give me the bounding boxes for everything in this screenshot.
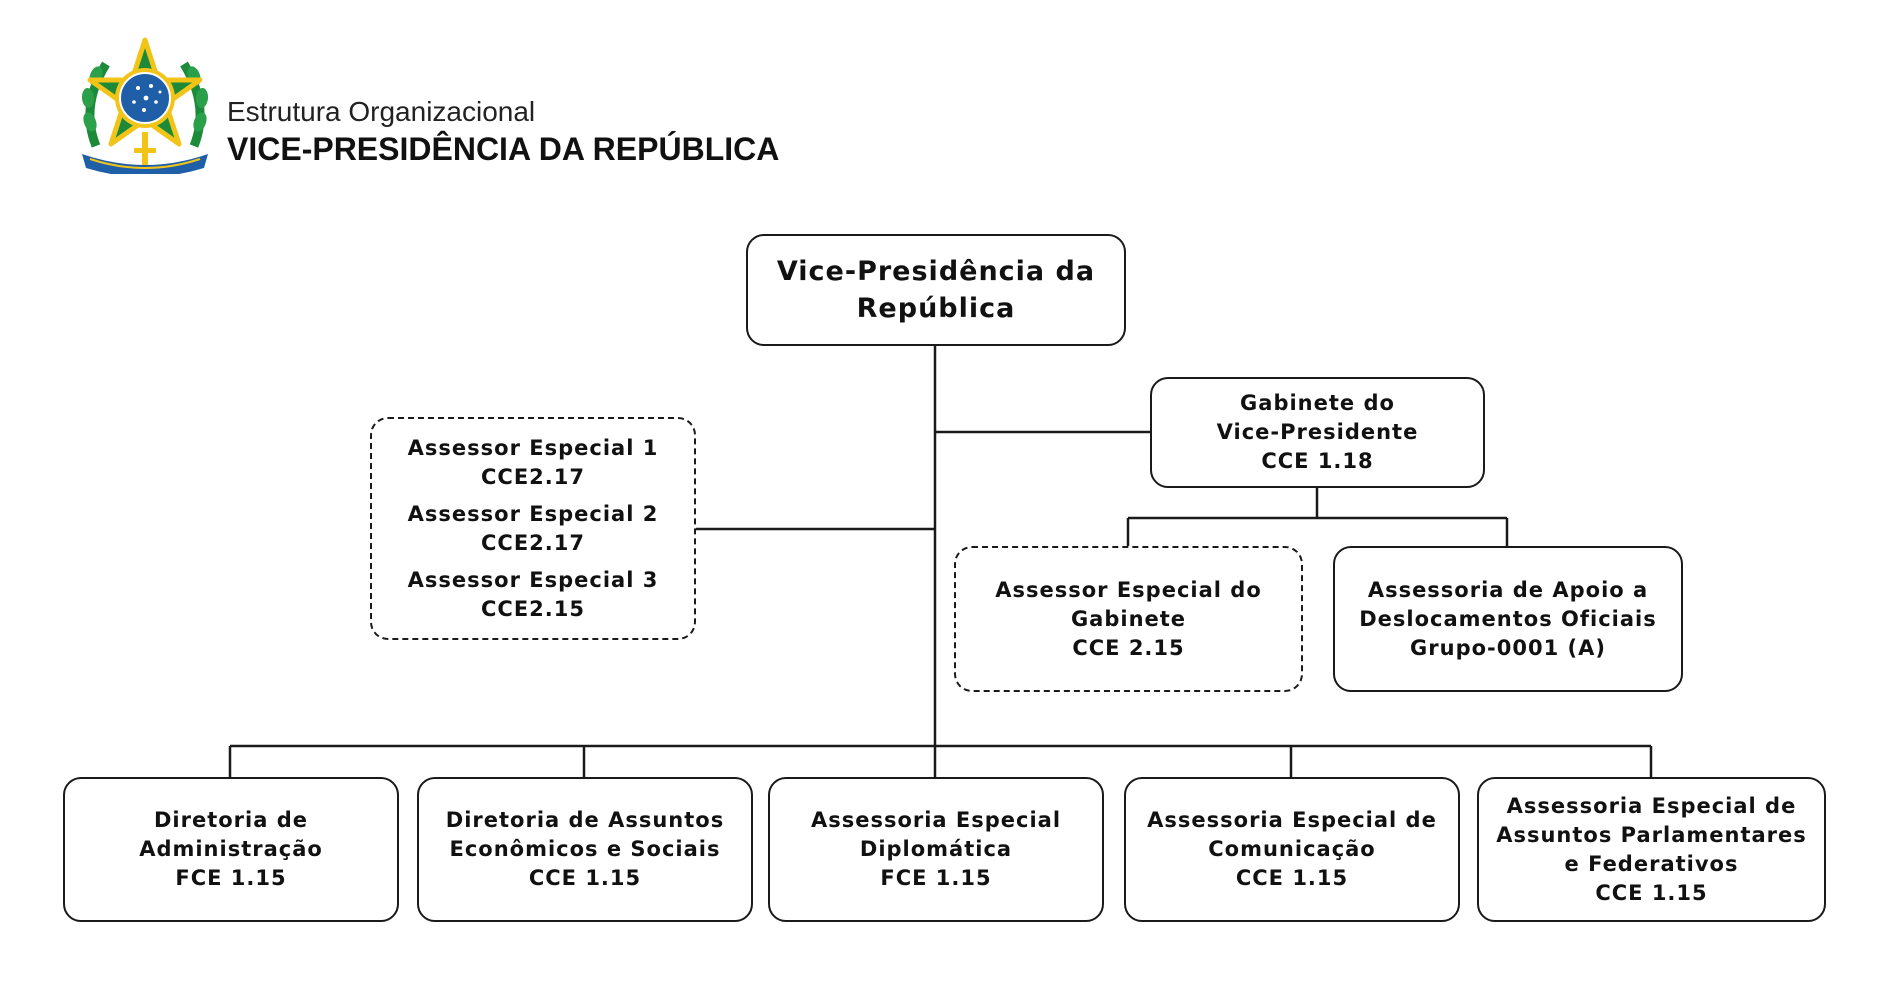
assessor-especial-2-code: CCE2.17 <box>481 530 585 555</box>
node-diplomatica-line2: Diplomática <box>859 837 1013 861</box>
node-gabinete-code: CCE 1.18 <box>1261 449 1374 473</box>
node-apoio-line2: Deslocamentos Oficiais <box>1359 606 1657 631</box>
assessor-especial-1-code: CCE2.17 <box>481 464 585 489</box>
assessor-especial-2: Assessor Especial 2 CCE2.17 <box>408 500 659 558</box>
node-comunicacao-line1: Assessoria Especial de <box>1147 808 1437 832</box>
node-assessoria-parlamentares: Assessoria Especial de Assuntos Parlamen… <box>1477 777 1826 922</box>
node-vice-presidencia: Vice-Presidência da República <box>746 234 1126 346</box>
node-diretoria-economicos-code: CCE 1.15 <box>528 866 642 890</box>
assessor-especial-1: Assessor Especial 1 CCE2.17 <box>408 434 659 492</box>
assessor-especial-2-name: Assessor Especial 2 <box>407 501 659 526</box>
node-parlamentares-line2: Assuntos Parlamentares <box>1496 822 1807 847</box>
node-diretoria-administracao-line2: Administração <box>139 837 323 861</box>
node-diretoria-administracao-line1: Diretoria de <box>153 808 308 832</box>
assessor-especial-3: Assessor Especial 3 CCE2.15 <box>408 566 659 624</box>
header-subtitle: Estrutura Organizacional <box>227 96 536 127</box>
node-assessor-gabinete-line1: Assessor Especial do <box>995 577 1262 602</box>
node-diretoria-economicos-line2: Econômicos e Sociais <box>449 837 721 861</box>
node-comunicacao-code: CCE 1.15 <box>1235 866 1349 890</box>
node-diretoria-administracao: Diretoria de Administração FCE 1.15 <box>63 777 399 922</box>
node-diretoria-administracao-code: FCE 1.15 <box>175 866 287 890</box>
node-assessor-especial-gabinete: Assessor Especial do Gabinete CCE 2.15 <box>954 546 1303 692</box>
assessor-especial-3-name: Assessor Especial 3 <box>407 567 659 592</box>
node-gabinete-line1: Gabinete do <box>1240 391 1395 415</box>
assessor-especial-1-name: Assessor Especial 1 <box>407 435 659 460</box>
node-assessores-especiais: Assessor Especial 1 CCE2.17 Assessor Esp… <box>370 417 696 640</box>
node-assessoria-comunicacao: Assessoria Especial de Comunicação CCE 1… <box>1124 777 1460 922</box>
node-assessoria-diplomatica: Assessoria Especial Diplomática FCE 1.15 <box>768 777 1104 922</box>
node-assessoria-apoio-deslocamentos: Assessoria de Apoio a Deslocamentos Ofic… <box>1333 546 1683 692</box>
brazil-coat-of-arms-icon <box>81 37 209 174</box>
node-gabinete-line2: Vice-Presidente <box>1216 420 1419 444</box>
node-diretoria-assuntos-economicos: Diretoria de Assuntos Econômicos e Socia… <box>417 777 753 922</box>
node-parlamentares-line3: e Federativos <box>1564 851 1739 876</box>
node-diretoria-economicos-line1: Diretoria de Assuntos <box>445 808 725 832</box>
node-diplomatica-line1: Assessoria Especial <box>810 808 1062 832</box>
node-assessor-gabinete-line2: Gabinete <box>1070 606 1187 631</box>
node-assessor-gabinete-code: CCE 2.15 <box>1072 635 1185 660</box>
node-comunicacao-line2: Comunicação <box>1208 837 1376 861</box>
node-diplomatica-code: FCE 1.15 <box>880 866 992 890</box>
node-gabinete-vice-presidente: Gabinete do Vice-Presidente CCE 1.18 <box>1150 377 1485 488</box>
node-vice-presidencia-line2: República <box>856 293 1016 324</box>
header-title: VICE-PRESIDÊNCIA DA REPÚBLICA <box>227 131 780 167</box>
node-parlamentares-code: CCE 1.15 <box>1595 880 1708 905</box>
node-apoio-code: Grupo-0001 (A) <box>1410 635 1606 660</box>
assessor-especial-3-code: CCE2.15 <box>481 596 585 621</box>
node-vice-presidencia-line1: Vice-Presidência da <box>776 256 1096 287</box>
node-apoio-line1: Assessoria de Apoio a <box>1367 577 1649 602</box>
node-parlamentares-line1: Assessoria Especial de <box>1506 793 1797 818</box>
